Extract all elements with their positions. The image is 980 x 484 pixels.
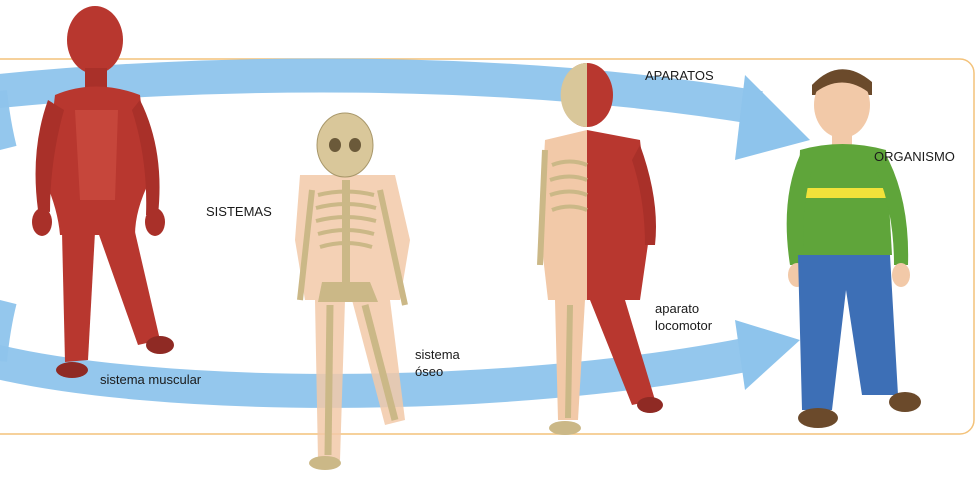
label-organismo: ORGANISMO bbox=[874, 148, 955, 165]
muscular-figure bbox=[32, 6, 174, 378]
label-sistema-muscular: sistema muscular bbox=[100, 371, 201, 388]
label-sistemas: SISTEMAS bbox=[206, 203, 272, 220]
label-aparato-locomotor: aparato locomotor bbox=[655, 300, 712, 334]
label-sistema-oseo: sistema óseo bbox=[415, 346, 460, 380]
label-aparatos: APARATOS bbox=[645, 67, 714, 84]
skeleton-figure bbox=[295, 113, 410, 470]
organism-figure bbox=[787, 69, 921, 428]
